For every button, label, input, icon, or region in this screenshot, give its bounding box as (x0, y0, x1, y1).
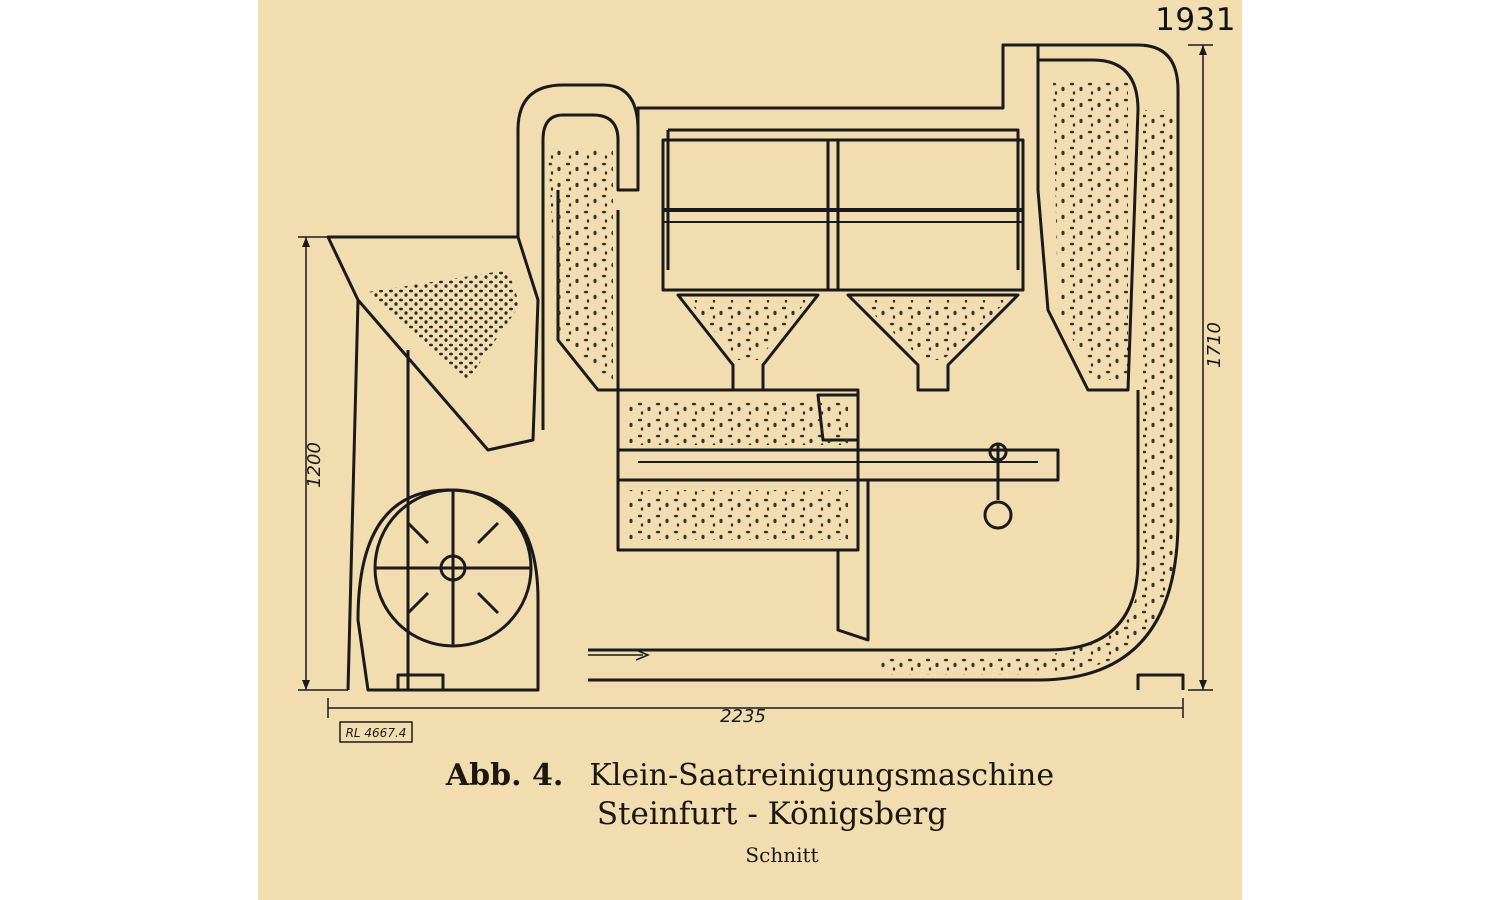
grain-fill (368, 80, 1173, 675)
figure-title: Klein-Saatreinigungsmaschine (589, 758, 1055, 793)
return-pipe (588, 390, 1140, 652)
figure-note: Schnitt (745, 843, 819, 867)
figure-label: Abb. 4. (445, 758, 564, 793)
hopper-2 (846, 293, 1020, 392)
dimension-width: 2235 (720, 706, 766, 727)
dimension-height-left: 1200 (304, 442, 325, 488)
dimension-height-right: 1710 (1204, 322, 1225, 368)
machine-cross-section-drawing: 1200 1710 2235 RL 4667.4 (298, 43, 1225, 743)
stamp-label: RL 4667.4 (346, 726, 407, 740)
right-riser (1036, 58, 1140, 392)
figure-subtitle: Steinfurt - Königsberg (596, 796, 948, 832)
drive-pulley (983, 500, 1013, 530)
upper-return-duct (636, 43, 1040, 190)
caption-title-line: Abb. 4. Klein-Saatreinigungsmaschine (258, 758, 1242, 793)
paper-sheet: 1200 1710 2235 RL 4667.4 1931 Abb. 4. Kle… (258, 0, 1242, 900)
year-label: 1931 (1155, 2, 1236, 38)
fan-housing (356, 488, 540, 692)
sieve-drum (661, 138, 1025, 292)
stamp-box (339, 721, 413, 743)
